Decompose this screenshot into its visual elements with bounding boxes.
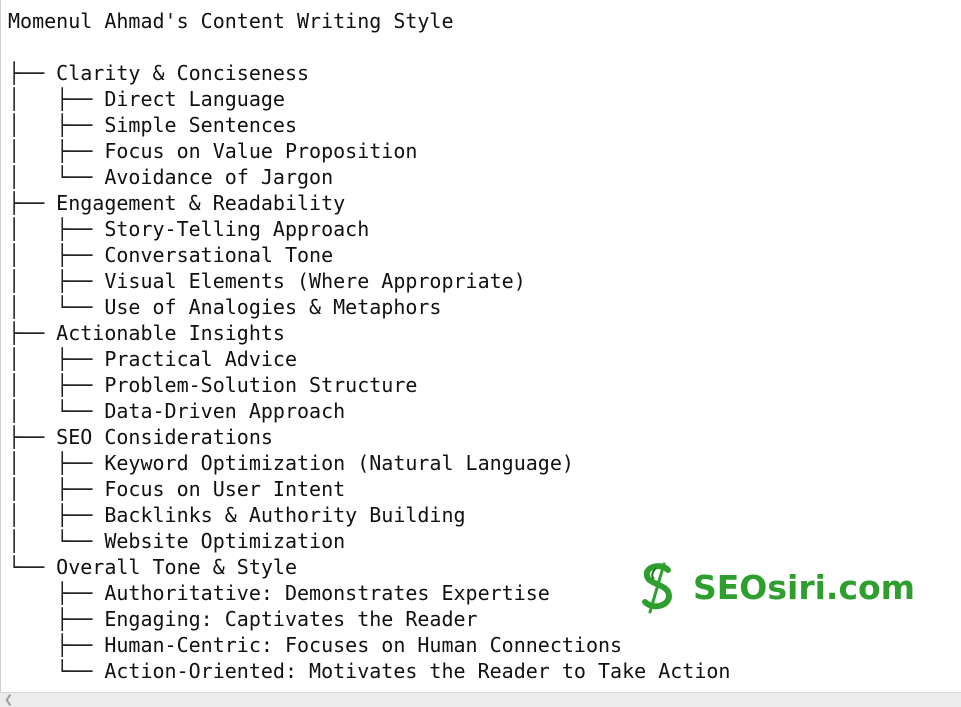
tree-item-label: Conversational Tone [104, 243, 334, 267]
tree-item: │ └── Use of Analogies & Metaphors [8, 294, 730, 320]
tree-item: │ └── Avoidance of Jargon [8, 164, 730, 190]
tree-item: ├── SEO Considerations [8, 424, 730, 450]
tree-item: │ ├── Conversational Tone [8, 242, 730, 268]
dollar-s-logo-icon [642, 562, 673, 614]
tree-item: └── Action-Oriented: Motivates the Reade… [8, 658, 730, 684]
tree-item: ├── Actionable Insights [8, 320, 730, 346]
tree-branch-connector: └── [8, 659, 105, 683]
tree-item-label: Use of Analogies & Metaphors [104, 295, 442, 319]
tree-item-label: Engaging: Captivates the Reader [104, 607, 478, 631]
tree-branch-connector: │ ├── [8, 451, 105, 475]
tree-item-label: Focus on User Intent [104, 477, 346, 501]
tree-item: │ └── Website Optimization [8, 528, 730, 554]
tree-item: ├── Engaging: Captivates the Reader [8, 606, 730, 632]
tree-branch-connector: │ └── [8, 529, 105, 553]
tree-branch-connector: ├── [8, 633, 105, 657]
tree-item-label: Engagement & Readability [56, 191, 346, 215]
tree-item: ├── Clarity & Conciseness [8, 60, 730, 86]
tree-item-label: Story-Telling Approach [104, 217, 370, 241]
tree-item-label: SEO Considerations [56, 425, 273, 449]
tree-item-label: Problem-Solution Structure [104, 373, 418, 397]
tree-item-label: Data-Driven Approach [104, 399, 346, 423]
tree-item-label: Keyword Optimization (Natural Language) [104, 451, 574, 475]
tree-item: │ ├── Focus on User Intent [8, 476, 730, 502]
tree-item: │ ├── Simple Sentences [8, 112, 730, 138]
tree-lines: ├── Clarity & Conciseness│ ├── Direct La… [8, 60, 730, 684]
tree-branch-connector: │ ├── [8, 347, 105, 371]
tree-branch-connector: ├── [8, 321, 57, 345]
tree-item: │ ├── Problem-Solution Structure [8, 372, 730, 398]
tree-item-label: Direct Language [104, 87, 285, 111]
tree-branch-connector: │ ├── [8, 269, 105, 293]
tree-item-label: Backlinks & Authority Building [104, 503, 466, 527]
tree-item: │ ├── Direct Language [8, 86, 730, 112]
tree-branch-connector: │ └── [8, 295, 105, 319]
tree-item-label: Authoritative: Demonstrates Expertise [104, 581, 550, 605]
tree-item: ├── Authoritative: Demonstrates Expertis… [8, 580, 730, 606]
tree-item-label: Clarity & Conciseness [56, 61, 310, 85]
tree-item-label: Overall Tone & Style [56, 555, 297, 579]
tree-item: │ ├── Focus on Value Proposition [8, 138, 730, 164]
tree-branch-connector: │ ├── [8, 139, 105, 163]
tree-item: └── Overall Tone & Style [8, 554, 730, 580]
tree-branch-connector: │ ├── [8, 87, 105, 111]
code-block: Momenul Ahmad's Content Writing Style ├─… [0, 0, 916, 692]
tree-branch-connector: └── [8, 555, 57, 579]
document-title: Momenul Ahmad's Content Writing Style [8, 9, 454, 33]
tree-item-label: Practical Advice [104, 347, 297, 371]
tree-item-label: Human-Centric: Focuses on Human Connecti… [104, 633, 623, 657]
tree-item-label: Simple Sentences [104, 113, 297, 137]
tree-item-label: Avoidance of Jargon [104, 165, 334, 189]
tree-item-label: Website Optimization [104, 529, 346, 553]
watermark: SEOsiri.com [637, 560, 915, 614]
tree-branch-connector: │ ├── [8, 503, 105, 527]
tree-branch-connector: │ ├── [8, 373, 105, 397]
tree-branch-connector: │ └── [8, 165, 105, 189]
tree-branch-connector: ├── [8, 61, 57, 85]
tree-branch-connector: │ ├── [8, 113, 105, 137]
tree-view: Momenul Ahmad's Content Writing Style ├─… [8, 8, 730, 684]
chevron-left-icon[interactable]: ❮ [4, 693, 14, 706]
tree-branch-connector: ├── [8, 581, 105, 605]
tree-item: ├── Engagement & Readability [8, 190, 730, 216]
tree-branch-connector: │ ├── [8, 243, 105, 267]
tree-item-label: Action-Oriented: Motivates the Reader to… [104, 659, 731, 683]
tree-branch-connector: │ └── [8, 399, 105, 423]
tree-branch-connector: │ ├── [8, 217, 105, 241]
watermark-text: SEOsiri.com [693, 567, 916, 607]
tree-item: │ └── Data-Driven Approach [8, 398, 730, 424]
tree-branch-connector: ├── [8, 425, 57, 449]
tree-branch-connector: ├── [8, 607, 105, 631]
horizontal-scrollbar[interactable]: ❮ [0, 692, 961, 707]
tree-branch-connector: │ ├── [8, 477, 105, 501]
tree-item: ├── Human-Centric: Focuses on Human Conn… [8, 632, 730, 658]
tree-item-label: Visual Elements (Where Appropriate) [104, 269, 526, 293]
tree-item: │ ├── Backlinks & Authority Building [8, 502, 730, 528]
tree-item-label: Focus on Value Proposition [104, 139, 418, 163]
tree-branch-connector: ├── [8, 191, 57, 215]
tree-item: │ ├── Keyword Optimization (Natural Lang… [8, 450, 730, 476]
tree-item: │ ├── Story-Telling Approach [8, 216, 730, 242]
tree-item-label: Actionable Insights [56, 321, 285, 345]
tree-item: │ ├── Practical Advice [8, 346, 730, 372]
tree-item: │ ├── Visual Elements (Where Appropriate… [8, 268, 730, 294]
